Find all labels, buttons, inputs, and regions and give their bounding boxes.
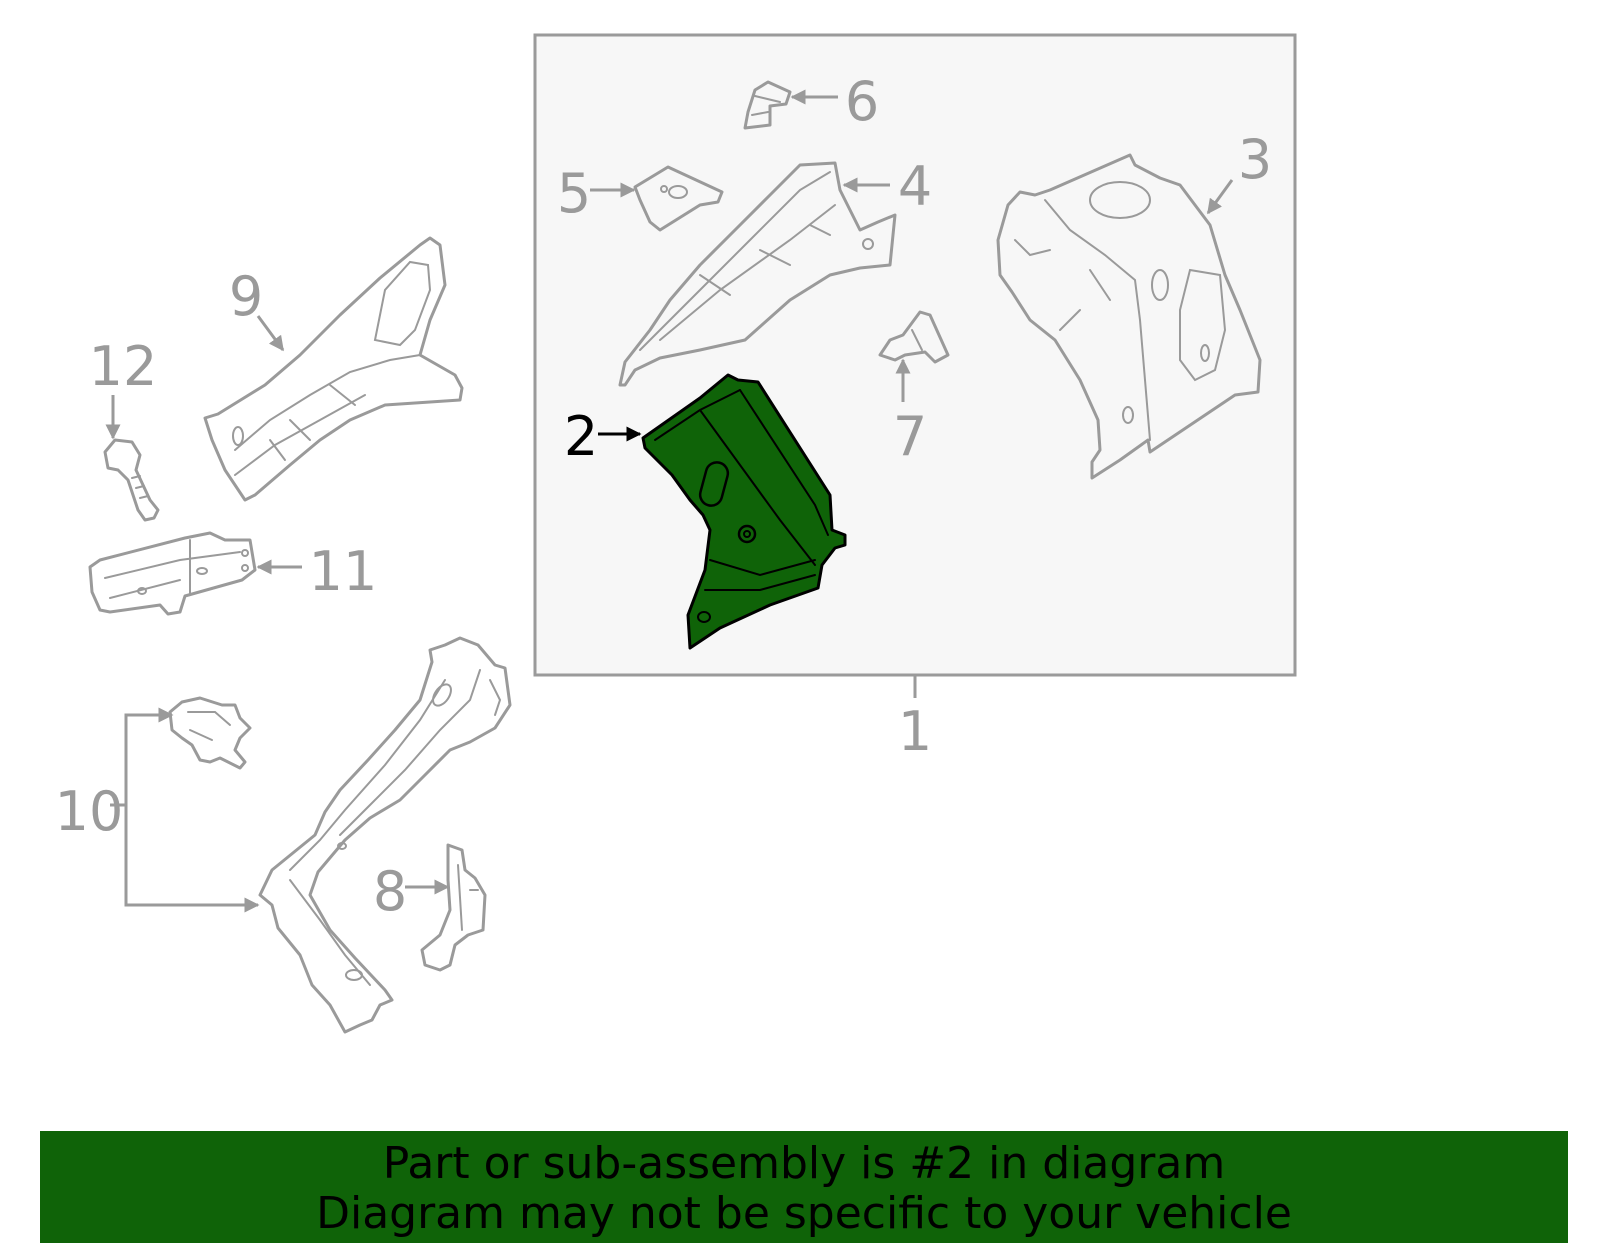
callout-10[interactable]: 10 bbox=[55, 780, 124, 843]
callout-5[interactable]: 5 bbox=[557, 162, 591, 225]
part-5-bracket[interactable] bbox=[633, 165, 724, 232]
part-10-mount-bracket[interactable] bbox=[168, 696, 252, 770]
part-7-pin[interactable] bbox=[878, 310, 950, 364]
banner-line-2: Diagram may not be specific to your vehi… bbox=[316, 1188, 1292, 1239]
part-6-clip[interactable] bbox=[743, 80, 792, 130]
callout-2[interactable]: 2 bbox=[564, 405, 598, 468]
callout-11[interactable]: 11 bbox=[309, 540, 378, 603]
callout-9[interactable]: 9 bbox=[229, 265, 263, 328]
part-8-gusset[interactable] bbox=[420, 843, 487, 972]
callout-6[interactable]: 6 bbox=[845, 70, 879, 133]
part-3-apron[interactable] bbox=[996, 153, 1262, 480]
callout-3[interactable]: 3 bbox=[1238, 128, 1272, 191]
callout-1[interactable]: 1 bbox=[898, 700, 932, 763]
arrow-3 bbox=[1206, 179, 1234, 215]
part-12-bolt[interactable] bbox=[103, 438, 160, 522]
part-2-reinforcement-highlighted[interactable] bbox=[641, 373, 847, 650]
callout-12[interactable]: 12 bbox=[89, 335, 158, 398]
info-banner: Part or sub-assembly is #2 in diagram Di… bbox=[40, 1131, 1568, 1243]
part-10-lower-rail[interactable] bbox=[258, 636, 512, 1034]
part-11-bracket[interactable] bbox=[88, 531, 257, 616]
callout-7[interactable]: 7 bbox=[893, 405, 927, 468]
part-9-rail-extension[interactable] bbox=[203, 236, 464, 502]
arrow-9 bbox=[256, 315, 285, 352]
callout-4[interactable]: 4 bbox=[898, 155, 932, 218]
callout-8[interactable]: 8 bbox=[373, 860, 407, 923]
banner-line-1: Part or sub-assembly is #2 in diagram bbox=[382, 1138, 1226, 1189]
part-4-upper-rail[interactable] bbox=[618, 161, 897, 387]
